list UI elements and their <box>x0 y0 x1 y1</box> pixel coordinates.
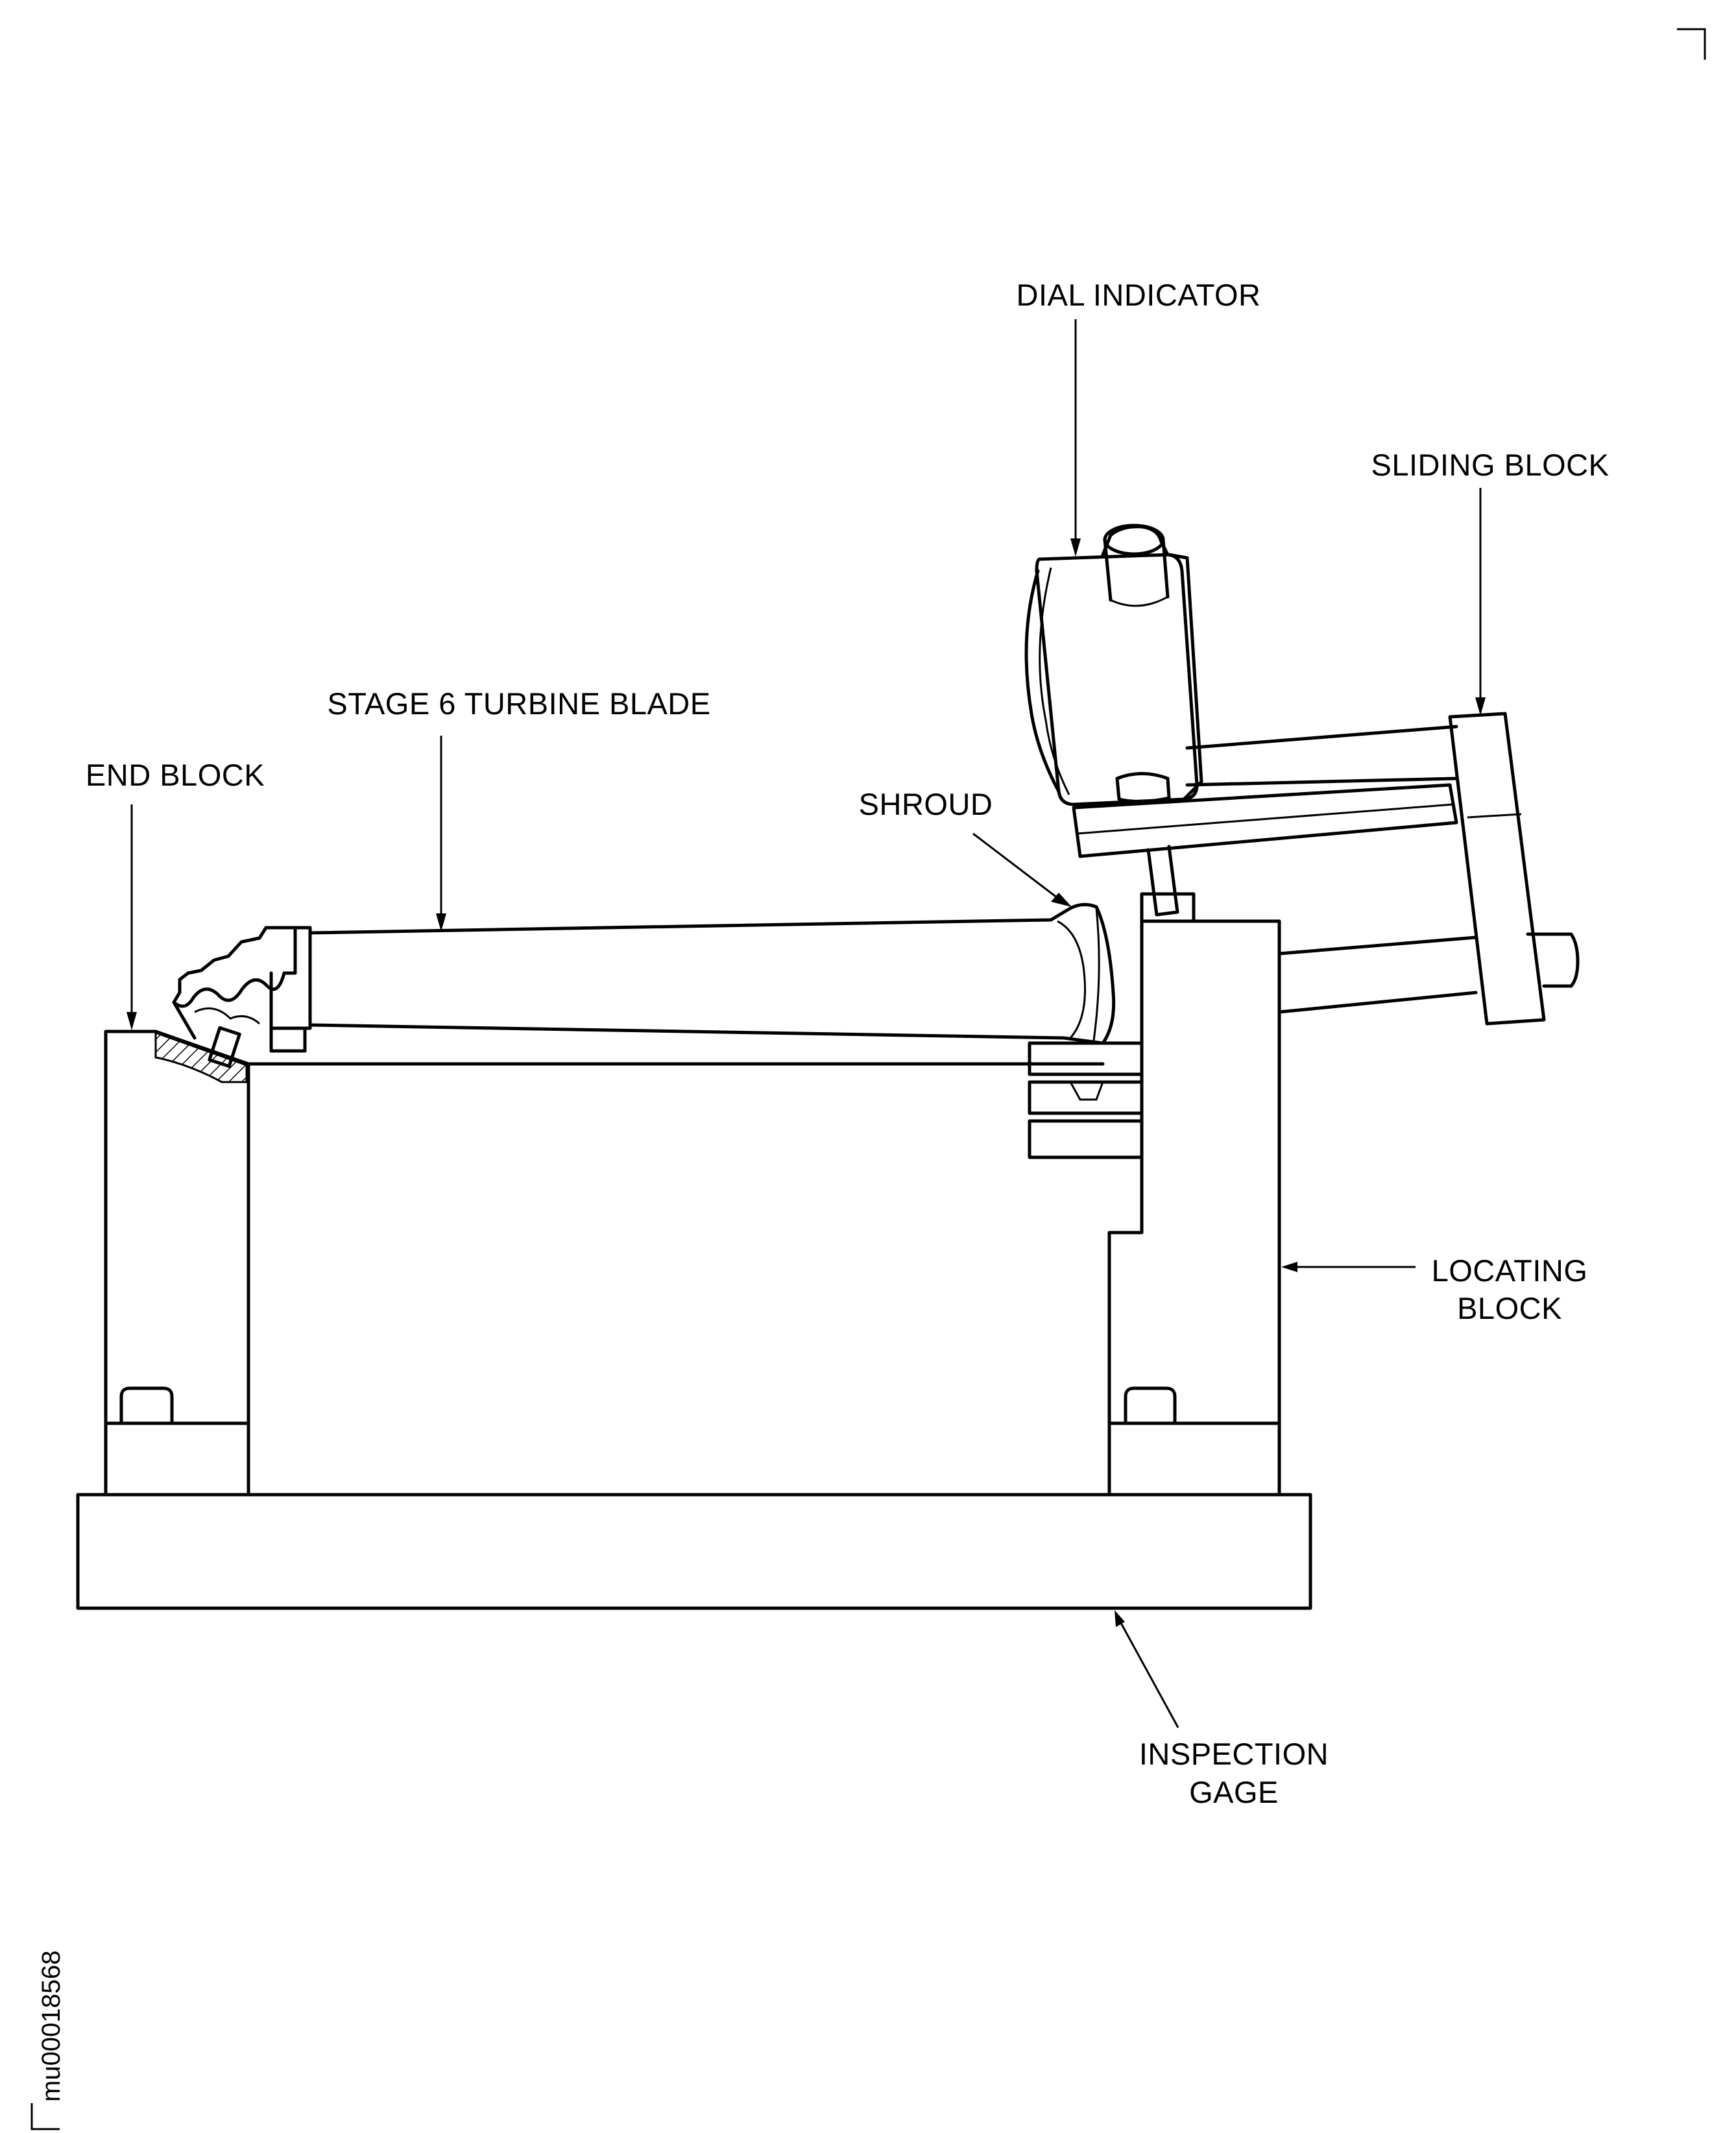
figure-id: mu00018568 <box>37 1950 66 2102</box>
label-end-block: END BLOCK <box>86 758 265 792</box>
leader-locating-block <box>1281 1262 1416 1272</box>
locating-block <box>1028 892 1281 1497</box>
leader-shroud <box>972 832 1072 907</box>
leader-end-block <box>127 804 137 1030</box>
leader-inspection-gage <box>1115 1610 1179 1728</box>
label-locating-block-line1: LOCATING <box>1432 1253 1588 1288</box>
sliding-block <box>1072 712 1580 1026</box>
label-locating-block-line2: BLOCK <box>1457 1291 1562 1325</box>
leader-stage6-blade <box>436 736 446 932</box>
label-shroud: SHROUD <box>859 787 993 821</box>
label-sliding-block: SLIDING BLOCK <box>1371 448 1609 482</box>
label-dial-indicator: DIAL INDICATOR <box>1017 278 1261 312</box>
corner-mark-top-right <box>1677 28 1706 60</box>
label-inspection-gage-line1: INSPECTION <box>1139 1737 1329 1771</box>
leader-dial-indicator <box>1070 319 1081 557</box>
dial-indicator <box>1024 524 1203 806</box>
label-stage6-blade: STAGE 6 TURBINE BLADE <box>327 686 710 721</box>
corner-mark-bottom-left <box>30 2103 60 2130</box>
turbine-blade <box>172 903 1116 1068</box>
leader-sliding-block <box>1475 488 1486 716</box>
end-block <box>104 1030 250 1497</box>
base-plate <box>76 1493 1312 1610</box>
label-inspection-gage-line2: GAGE <box>1189 1775 1279 1809</box>
end-block-section-hatch <box>154 1031 248 1083</box>
